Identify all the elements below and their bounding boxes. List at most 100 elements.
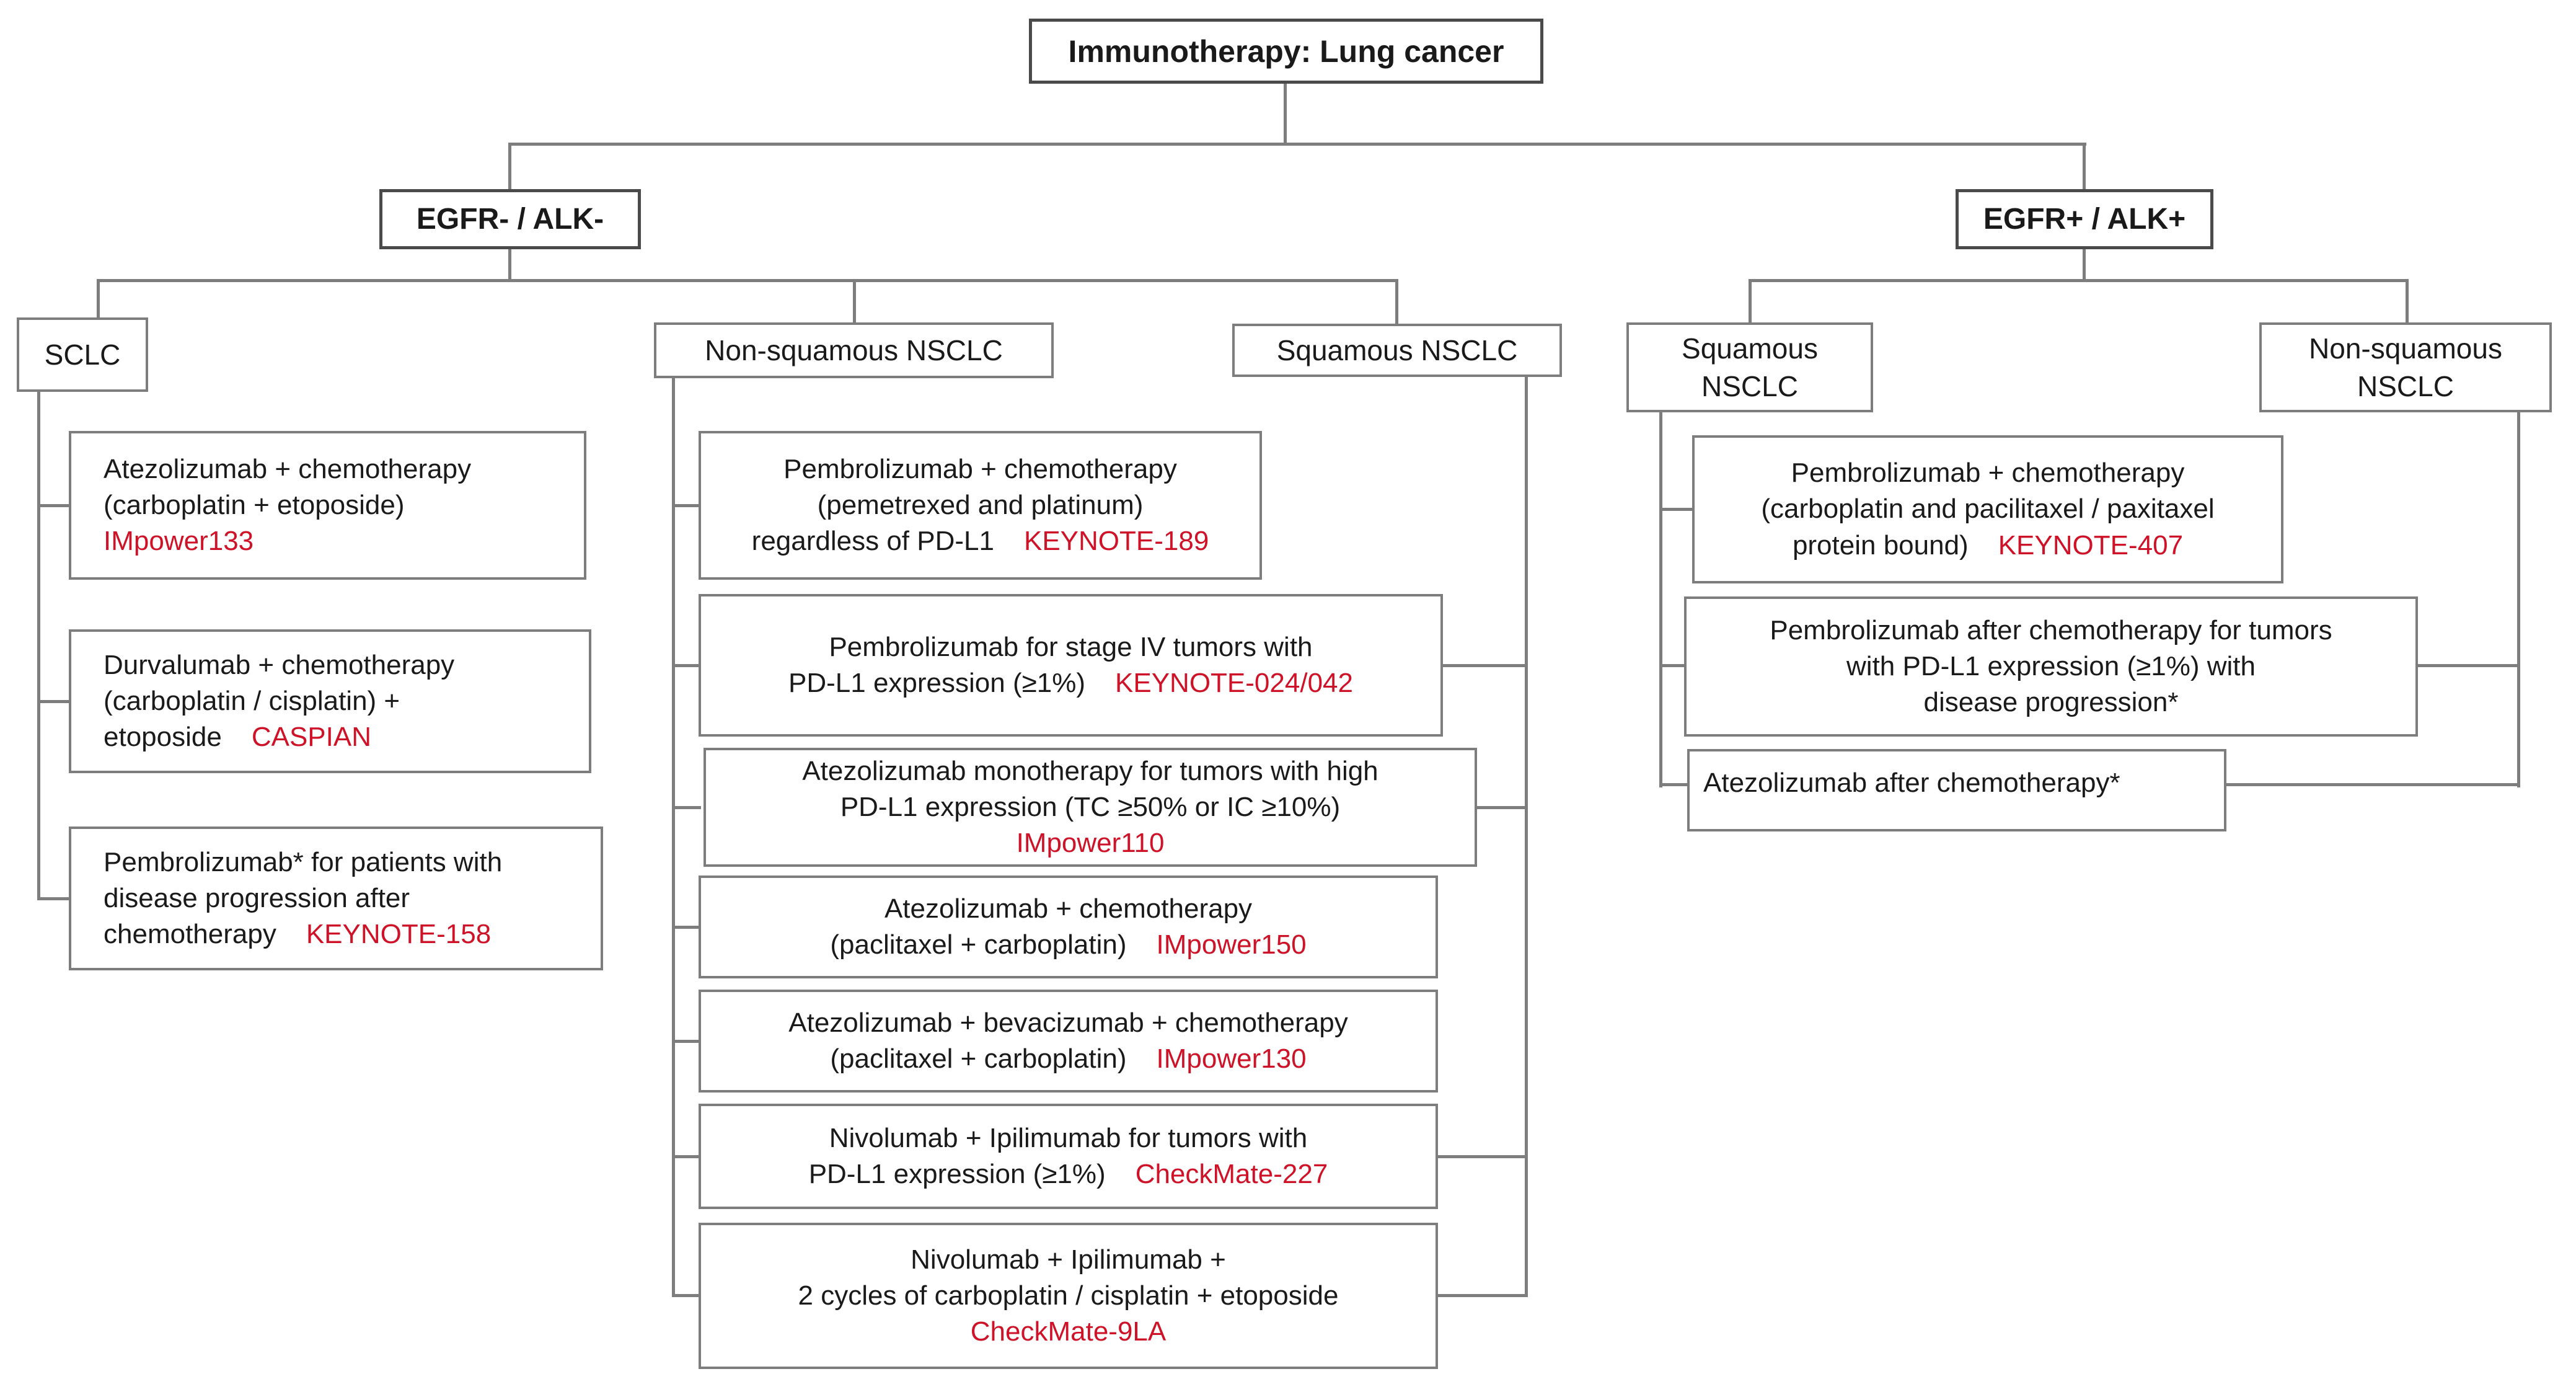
connector-line — [37, 504, 71, 507]
treatment-text: Atezolizumab monotherapy for tumors with… — [802, 755, 1378, 786]
treatment-text: Atezolizumab + chemotherapy — [104, 453, 472, 484]
treatment-box-checkmate227: Nivolumab + Ipilimumab for tumors with P… — [699, 1104, 1438, 1209]
treatment-box-keynote407: Pembrolizumab + chemotherapy (carboplati… — [1692, 435, 2283, 583]
connector-line — [1477, 806, 1527, 809]
connector-line — [1443, 664, 1527, 667]
treatment-box-checkmate9la: Nivolumab + Ipilimumab + 2 cycles of car… — [699, 1223, 1438, 1369]
treatment-text: (paclitaxel + carboplatin) — [830, 1044, 1127, 1074]
treatment-text: (carboplatin + etoposide) — [104, 489, 405, 520]
treatment-text: Nivolumab + Ipilimumab for tumors with — [829, 1122, 1308, 1153]
treatment-text: Pembrolizumab for stage IV tumors with — [829, 631, 1313, 662]
header-nonsquamous-nsclc-mid: Non-squamous NSCLC — [654, 322, 1054, 378]
connector-line — [672, 504, 701, 507]
connector-line — [672, 806, 701, 809]
treatment-text: etoposide — [104, 722, 222, 753]
connector-line — [853, 279, 856, 322]
trial-name: KEYNOTE-024/042 — [1115, 668, 1353, 698]
trial-name: IMpower130 — [1156, 1044, 1307, 1074]
treatment-box-impower133: Atezolizumab + chemotherapy (carboplatin… — [69, 431, 586, 580]
connector-line — [2225, 783, 2519, 786]
treatment-box-pembrolizumab-after-chemo: Pembrolizumab after chemotherapy for tum… — [1684, 596, 2418, 737]
connector-line — [1395, 279, 1398, 324]
trial-name: KEYNOTE-158 — [306, 919, 492, 950]
connector-line — [37, 897, 71, 900]
connector-line — [2417, 664, 2519, 667]
connector-line — [1749, 279, 2409, 282]
connector-line — [2517, 411, 2520, 787]
treatment-text: PD-L1 expression (TC ≥50% or IC ≥10%) — [840, 791, 1341, 822]
treatment-text: (pemetrexed and platinum) — [817, 489, 1144, 520]
header-label: Non-squamous NSCLC — [705, 334, 1003, 366]
title-box: Immunotherapy: Lung cancer — [1029, 19, 1543, 84]
header-label: NSCLC — [1701, 370, 1798, 402]
connector-line — [37, 700, 71, 703]
header-sclc: SCLC — [17, 317, 148, 392]
treatment-text: Atezolizumab + chemotherapy — [884, 893, 1253, 924]
header-label: Non-squamous — [2309, 332, 2502, 365]
treatment-text: Atezolizumab after chemotherapy* — [1703, 768, 2120, 798]
treatment-text: disease progression* — [1923, 687, 2179, 718]
treatment-box-keynote024-042: Pembrolizumab for stage IV tumors with P… — [699, 594, 1443, 737]
branch-label: EGFR- / ALK- — [416, 202, 604, 236]
treatment-text: Pembrolizumab after chemotherapy for tum… — [1770, 614, 2332, 645]
connector-line — [1659, 411, 1662, 787]
connector-line — [1525, 376, 1528, 1297]
connector-line — [672, 664, 701, 667]
connector-line — [1438, 1294, 1527, 1297]
treatment-box-keynote158: Pembrolizumab* for patients with disease… — [69, 827, 603, 970]
trial-name: IMpower133 — [104, 526, 254, 557]
treatment-box-atezolizumab-after-chemo: Atezolizumab after chemotherapy* — [1687, 749, 2226, 831]
treatment-box-impower130: Atezolizumab + bevacizumab + chemotherap… — [699, 990, 1438, 1093]
treatment-text: (carboplatin and pacilitaxel / paxitaxel — [1761, 494, 2215, 525]
trial-name: KEYNOTE-189 — [1023, 526, 1209, 557]
treatment-text: Durvalumab + chemotherapy — [104, 649, 455, 680]
connector-line — [1659, 783, 1688, 786]
connector-line — [2406, 279, 2409, 322]
header-label: Squamous NSCLC — [1276, 334, 1518, 366]
connector-line — [2083, 249, 2086, 282]
connector-line — [672, 1294, 701, 1297]
connector-line — [672, 926, 701, 929]
connector-line — [37, 391, 40, 900]
treatment-text: protein bound) — [1792, 530, 1969, 561]
header-squamous-nsclc-mid: Squamous NSCLC — [1232, 324, 1562, 377]
header-label: NSCLC — [2357, 370, 2454, 402]
connector-line — [672, 1040, 701, 1043]
connector-line — [1284, 84, 1287, 146]
treatment-text: Atezolizumab + bevacizumab + chemotherap… — [788, 1007, 1348, 1038]
treatment-text: Pembrolizumab* for patients with — [104, 846, 503, 877]
treatment-text: disease progression after — [104, 882, 410, 913]
treatment-box-caspian: Durvalumab + chemotherapy (carboplatin /… — [69, 629, 591, 773]
treatment-text: 2 cycles of carboplatin / cisplatin + et… — [798, 1280, 1339, 1311]
connector-line — [1438, 1155, 1527, 1158]
connector-line — [672, 378, 675, 1297]
connector-line — [508, 249, 511, 282]
treatment-text: (carboplatin / cisplatin) + — [104, 685, 400, 716]
treatment-text: regardless of PD-L1 — [751, 526, 994, 557]
treatment-box-impower150: Atezolizumab + chemotherapy (paclitaxel … — [699, 875, 1438, 978]
header-squamous-nsclc-right: Squamous NSCLC — [1626, 322, 1873, 412]
connector-line — [1749, 279, 1752, 322]
connector-line — [1659, 664, 1685, 667]
connector-line — [97, 279, 100, 317]
treatment-text: PD-L1 expression (≥1%) — [808, 1159, 1106, 1189]
treatment-text: Pembrolizumab + chemotherapy — [783, 453, 1177, 484]
branch-egfr-negative: EGFR- / ALK- — [379, 189, 641, 249]
connector-line — [672, 1155, 701, 1158]
treatment-text: Nivolumab + Ipilimumab + — [911, 1244, 1226, 1275]
header-nonsquamous-nsclc-right: Non-squamous NSCLC — [2259, 322, 2552, 412]
treatment-text: Pembrolizumab + chemotherapy — [1791, 458, 2185, 489]
trial-name: KEYNOTE-407 — [1998, 530, 2184, 561]
branch-label: EGFR+ / ALK+ — [1983, 202, 2186, 236]
header-label: Squamous — [1682, 332, 1818, 365]
treatment-box-keynote189: Pembrolizumab + chemotherapy (pemetrexed… — [699, 431, 1262, 580]
trial-name: CheckMate-227 — [1135, 1159, 1328, 1189]
trial-name: CASPIAN — [251, 722, 371, 753]
connector-line — [508, 143, 2086, 146]
treatment-text: PD-L1 expression (≥1%) — [788, 668, 1086, 698]
treatment-box-impower110: Atezolizumab monotherapy for tumors with… — [704, 748, 1477, 867]
trial-name: IMpower150 — [1156, 929, 1307, 960]
connector-line — [508, 143, 511, 189]
branch-egfr-positive: EGFR+ / ALK+ — [1956, 189, 2213, 249]
